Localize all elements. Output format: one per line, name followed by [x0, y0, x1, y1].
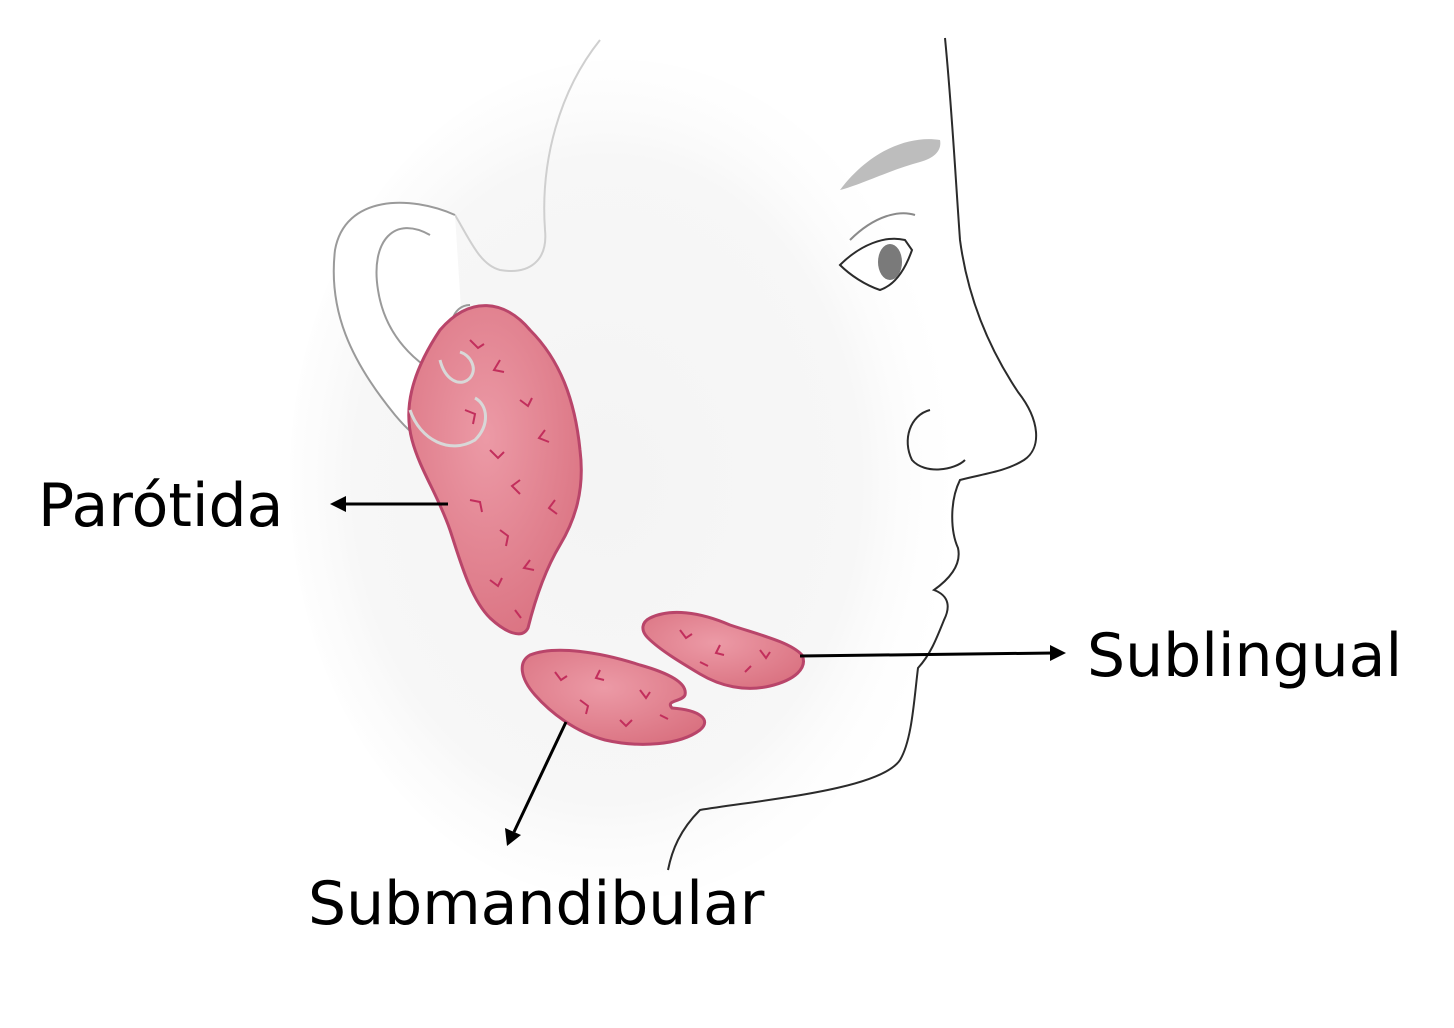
- eyelid-crease: [849, 212, 916, 241]
- nostril: [906, 409, 966, 471]
- parotid-gland: [407, 304, 583, 636]
- sublingual-arrowhead: [1050, 645, 1066, 661]
- sublingual-arrow-line: [799, 651, 1055, 658]
- parotid-arrowhead: [330, 496, 346, 512]
- neck-back-line: [454, 39, 601, 272]
- eye: [838, 139, 941, 292]
- face-profile: [667, 37, 1037, 871]
- arrows: [330, 496, 1066, 846]
- sublingual-texture: [679, 629, 771, 673]
- submandibular-arrowhead: [505, 828, 521, 846]
- sublingual-gland: [641, 610, 805, 690]
- ear-lobe-overlay: [408, 396, 487, 448]
- ear-helix-overlay: [438, 350, 475, 384]
- sublingual-label: Sublingual: [1087, 621, 1403, 691]
- eyebrow: [840, 139, 941, 190]
- submandibular-arrow-line: [512, 721, 568, 833]
- iris: [878, 244, 902, 280]
- parotid-label: Parótida: [38, 471, 284, 541]
- submandibular-texture: [554, 669, 669, 728]
- submandibular-label: Submandibular: [308, 869, 765, 939]
- parotid-texture: [464, 339, 558, 619]
- submandibular-gland: [520, 648, 707, 746]
